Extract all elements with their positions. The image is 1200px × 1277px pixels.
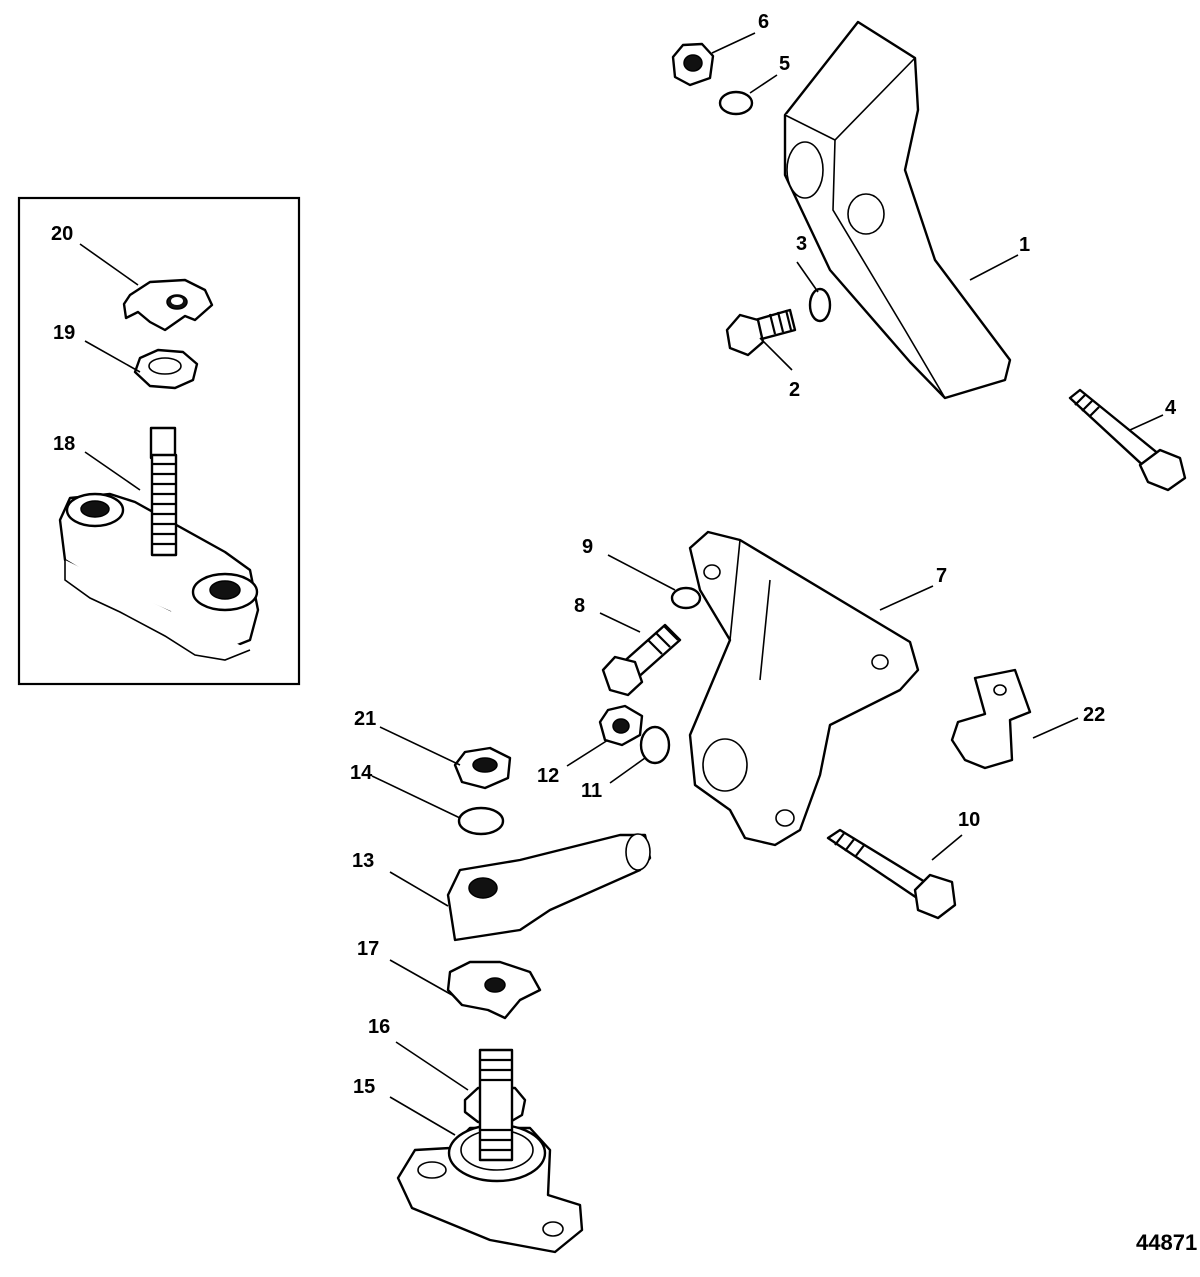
- part-10-bolt: [826, 828, 957, 920]
- callout-7: 7: [936, 565, 947, 587]
- part-16-stud-nut: [463, 1048, 527, 1162]
- callout-5: 5: [779, 53, 790, 75]
- part-1-bracket: [783, 20, 1012, 400]
- part-11-lock-washer: [639, 725, 671, 765]
- part-17-tab-washer: [446, 960, 542, 1020]
- callout-9: 9: [582, 536, 593, 558]
- part-4-bolt: [1068, 388, 1187, 492]
- part-5-lock-washer: [718, 90, 754, 116]
- part-2-bolt: [725, 308, 797, 357]
- callout-1: 1: [1019, 234, 1030, 256]
- callout-19: 19: [53, 322, 75, 344]
- part-8-bolt: [601, 623, 682, 697]
- part-9-lock-washer: [670, 586, 702, 610]
- callout-21: 21: [354, 708, 376, 730]
- callout-11: 11: [581, 780, 602, 802]
- callout-10: 10: [958, 809, 980, 831]
- part-15-mount: [396, 1123, 584, 1254]
- callout-labels: 1 2 3 4 5 6 7 8 9 10 11 12 13 14 15 16 1…: [51, 11, 1197, 1255]
- part-13-arm: [446, 833, 652, 942]
- callout-3: 3: [796, 233, 807, 255]
- part-12-nut: [598, 704, 644, 747]
- callout-2: 2: [789, 379, 800, 401]
- part-6-nut: [671, 42, 715, 87]
- part-7-mount-bracket: [688, 530, 920, 847]
- figure-id: 44871: [1136, 1230, 1197, 1255]
- part-18-mount-stud: [58, 426, 260, 661]
- part-20-tab-washer: [122, 278, 214, 332]
- callout-13: 13: [352, 850, 374, 872]
- callout-6: 6: [758, 11, 769, 33]
- callout-18: 18: [53, 433, 75, 455]
- part-14-lock-washer: [457, 806, 505, 836]
- part-21-nut: [453, 746, 512, 790]
- callout-17: 17: [357, 938, 379, 960]
- callout-22: 22: [1083, 704, 1105, 726]
- callout-12: 12: [537, 765, 559, 787]
- callout-15: 15: [353, 1076, 375, 1098]
- callout-16: 16: [368, 1016, 390, 1038]
- part-3-lock-washer: [808, 287, 832, 323]
- callout-20: 20: [51, 223, 73, 245]
- callout-14: 14: [350, 762, 373, 784]
- callout-8: 8: [574, 595, 585, 617]
- part-19-hex-nut: [133, 348, 199, 390]
- callout-4: 4: [1165, 397, 1177, 419]
- part-22-clamp: [950, 668, 1032, 770]
- leader-lines: [79, 32, 1164, 1136]
- inset-frame: [17, 196, 301, 686]
